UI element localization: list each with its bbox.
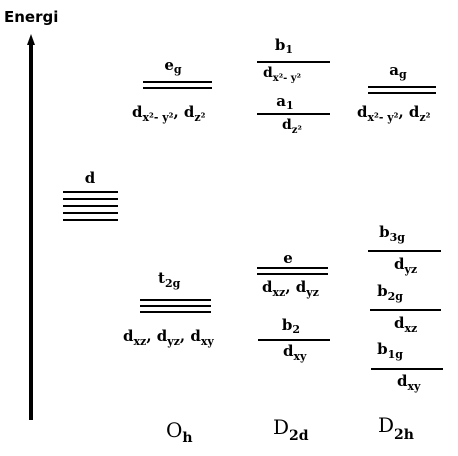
d2d-e-orbitals: dxz, dyz: [262, 278, 319, 299]
energy-axis-label: Energi: [4, 8, 58, 26]
d2d-b1-symbol: b1: [275, 36, 293, 56]
d2d-b2-symbol: b2: [282, 316, 300, 336]
d2h-b1g-orbitals: dxy: [397, 372, 421, 393]
point-group-d2d-label: D2d: [273, 415, 309, 444]
free-ion-d-levels: [63, 191, 118, 221]
oh-eg-orbitals: dx²- y², dz²: [132, 103, 206, 124]
d2d-a1-symbol: a1: [276, 92, 293, 112]
free-ion-d-label: d: [85, 169, 96, 187]
point-group-d2h-label: D2h: [378, 413, 414, 443]
d2d-b2-orbitals: dxy: [283, 342, 307, 363]
d2h-b3g-symbol: b3g: [379, 223, 405, 244]
d2h-b2g-orbitals: dxz: [394, 314, 417, 335]
oh-t2g-orbitals: dxz, dyz, dxy: [123, 327, 214, 348]
point-group-oh-label: Oh: [166, 418, 193, 446]
d2h-b3g-orbitals: dyz: [394, 255, 417, 276]
d2h-b2g-symbol: b2g: [377, 282, 403, 303]
d2d-b1-orbitals: dx²- y²: [263, 65, 301, 84]
energy-axis-arrowhead-icon: [27, 34, 35, 45]
d2h-b1g-symbol: b1g: [377, 340, 403, 361]
d2d-e-symbol: e: [283, 249, 293, 267]
oh-t2g-symbol: t2g: [158, 269, 181, 290]
oh-eg-symbol: eg: [164, 56, 182, 76]
d2d-a1-orbitals: dz²: [282, 117, 302, 136]
d2h-ag-symbol: ag: [389, 61, 407, 81]
d2h-ag-orbitals: dx²- y², dz²: [357, 103, 431, 124]
